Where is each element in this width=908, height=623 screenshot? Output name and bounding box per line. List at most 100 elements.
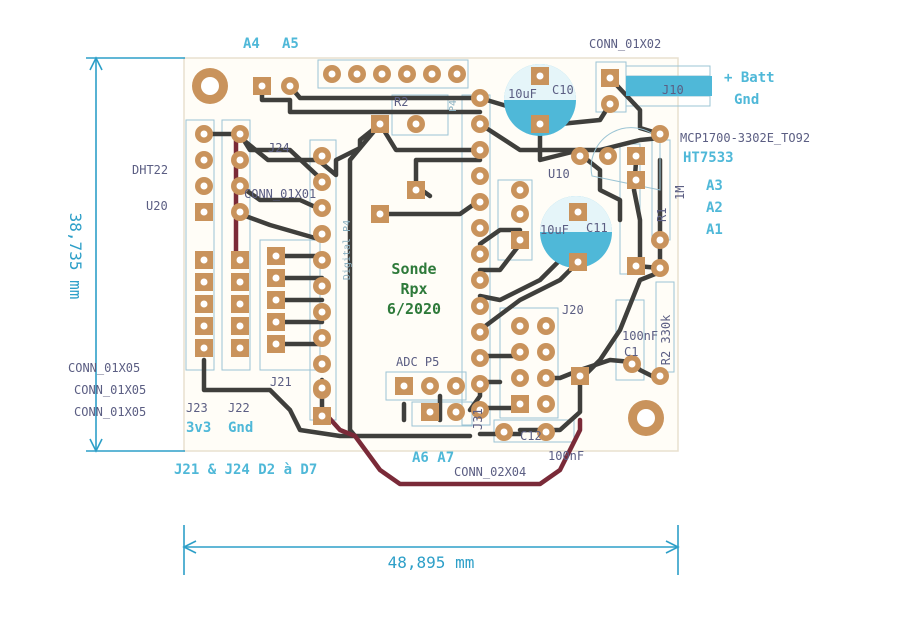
- pad-drill: [452, 382, 460, 390]
- label-j22: J22: [228, 401, 250, 415]
- pad-drill: [318, 230, 326, 238]
- pad-drill: [476, 172, 484, 180]
- pad-drill: [318, 308, 326, 316]
- pad-drill: [272, 318, 280, 326]
- pad-drill: [236, 344, 244, 352]
- pad-drill: [516, 186, 524, 194]
- pad-drill: [476, 354, 484, 362]
- label-3v3: 3v3: [186, 420, 211, 436]
- pad-drill: [606, 100, 614, 108]
- pad-drill: [476, 302, 484, 310]
- pad-drill: [542, 400, 550, 408]
- pad-drill: [500, 428, 508, 436]
- dimension-width: [182, 525, 680, 575]
- pad-drill: [428, 70, 436, 78]
- pad-drill: [632, 176, 640, 184]
- label-adc: ADC P5: [396, 355, 439, 369]
- pad-drill: [656, 236, 664, 244]
- label-j21-j24: J21 & J24 D2 à D7: [174, 462, 317, 478]
- label-r2-top: R2: [394, 95, 408, 109]
- pad-drill: [452, 408, 460, 416]
- pad-drill: [200, 208, 208, 216]
- label-j24: J24: [268, 141, 290, 155]
- pad-drill: [632, 262, 640, 270]
- dimension-width-label: 48,895 mm: [388, 553, 475, 572]
- label-j23: J23: [186, 401, 208, 415]
- pad-drill: [272, 340, 280, 348]
- pad-drill: [272, 274, 280, 282]
- board-title-line3: 6/2020: [387, 300, 441, 318]
- pad-drill: [236, 278, 244, 286]
- pad-drill: [200, 256, 208, 264]
- pad-drill: [574, 258, 582, 266]
- pad-drill: [318, 282, 326, 290]
- label-a5: A5: [282, 36, 299, 52]
- pad-drill: [576, 372, 584, 380]
- label-c12: C12: [520, 429, 542, 443]
- pad-drill: [236, 156, 244, 164]
- label-j10: J10: [662, 83, 684, 97]
- label-conn-01x02: CONN_01X02: [589, 37, 661, 51]
- pad-drill: [542, 428, 550, 436]
- pad-drill: [628, 360, 636, 368]
- label-batt-plus: + Batt: [724, 70, 775, 86]
- pad-drill: [536, 72, 544, 80]
- pad-drill: [236, 256, 244, 264]
- label-digital: Digital P4: [342, 220, 353, 280]
- label-conn-01x01: CONN_01X01: [244, 187, 316, 201]
- pad-drill: [376, 210, 384, 218]
- dimension-height: [86, 56, 185, 453]
- pad-drill: [318, 384, 326, 392]
- label-a1: A1: [706, 222, 723, 238]
- label-dht22: DHT22: [132, 163, 168, 177]
- pad-drill: [236, 208, 244, 216]
- pad-drill: [200, 344, 208, 352]
- pads: [195, 65, 669, 441]
- pad-drill: [200, 278, 208, 286]
- label-c1-value: 100nF: [622, 329, 658, 343]
- label-u10: U10: [548, 167, 570, 181]
- label-j21: J21: [270, 375, 292, 389]
- label-c11: C11: [586, 221, 608, 235]
- pad-drill: [516, 322, 524, 330]
- pad-drill: [476, 406, 484, 414]
- pad-drill: [476, 380, 484, 388]
- pad-drill: [353, 70, 361, 78]
- pad-drill: [476, 276, 484, 284]
- pad-drill: [476, 250, 484, 258]
- pad-drill: [542, 374, 550, 382]
- label-1m: 1M: [673, 186, 687, 200]
- pad-drill: [536, 120, 544, 128]
- pad-drill: [604, 152, 612, 160]
- pad-drill: [516, 374, 524, 382]
- pad-drill: [403, 70, 411, 78]
- mounting-holes: [192, 68, 664, 436]
- pad-drill: [516, 348, 524, 356]
- pad-drill: [656, 130, 664, 138]
- label-r2-330k: R2 330k: [659, 314, 673, 365]
- pad-drill: [376, 120, 384, 128]
- pad-drill: [426, 382, 434, 390]
- pad-drill: [576, 152, 584, 160]
- label-gnd-right: Gnd: [734, 92, 759, 108]
- pad-drill: [453, 70, 461, 78]
- pad-drill: [200, 156, 208, 164]
- pad-drill: [656, 372, 664, 380]
- pad-drill: [378, 70, 386, 78]
- pad-drill: [272, 296, 280, 304]
- pad-drill: [606, 74, 614, 82]
- pad-drill: [200, 300, 208, 308]
- pad-drill: [318, 256, 326, 264]
- pad-drill: [412, 186, 420, 194]
- label-u20: U20: [146, 199, 168, 213]
- label-mcp: MCP1700-3302E_TO92: [680, 131, 810, 145]
- pad-drill: [476, 198, 484, 206]
- pad-drill: [516, 400, 524, 408]
- pad-drill: [236, 322, 244, 330]
- pad-drill: [574, 208, 582, 216]
- pad-drill: [542, 348, 550, 356]
- pad-drill: [318, 334, 326, 342]
- label-conn-01x05-a: CONN_01X05: [68, 361, 140, 375]
- pad-drill: [286, 82, 294, 90]
- board-title-line2: Rpx: [400, 280, 427, 298]
